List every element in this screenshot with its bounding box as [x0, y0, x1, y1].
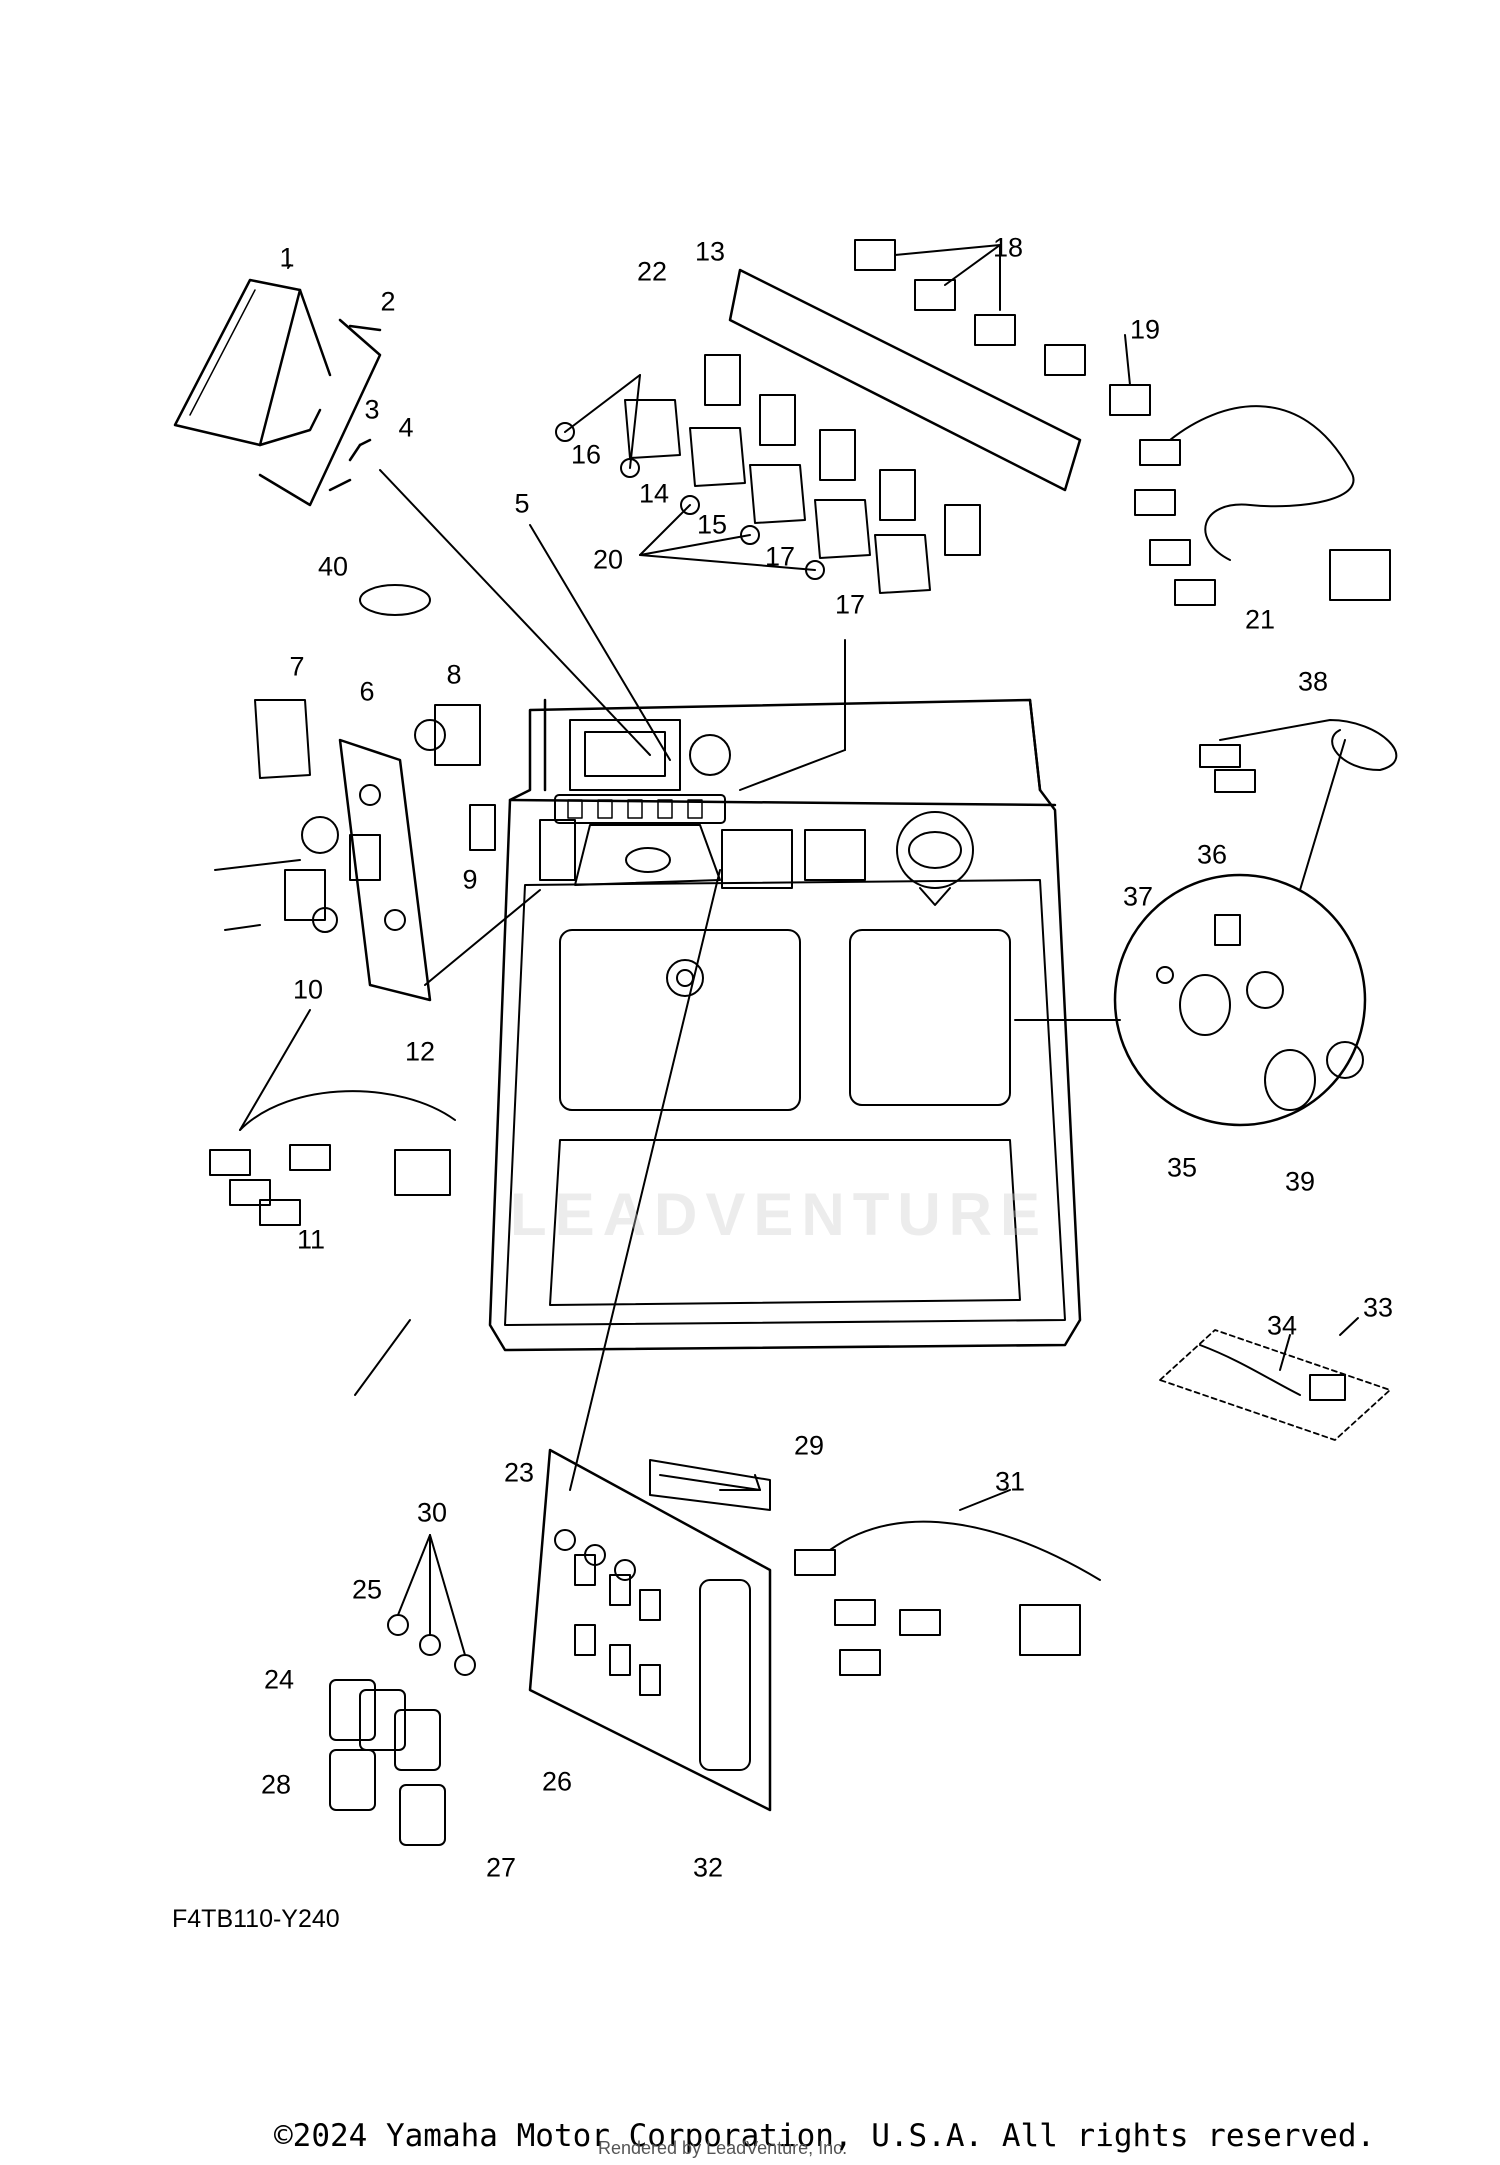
callout-39: 39 — [1284, 1166, 1316, 1197]
callout-7: 7 — [289, 651, 305, 682]
callout-13: 13 — [694, 236, 726, 267]
callout-25: 25 — [351, 1574, 383, 1605]
callout-10: 10 — [292, 974, 324, 1005]
upper-switch-panel — [555, 239, 1391, 606]
callout-18: 18 — [992, 232, 1024, 263]
callout-32: 32 — [692, 1852, 724, 1883]
callout-14: 14 — [638, 478, 670, 509]
callout-31: 31 — [994, 1466, 1026, 1497]
key-switch-panel — [209, 584, 496, 1226]
callout-27: 27 — [485, 1852, 517, 1883]
callout-17a: 17 — [764, 541, 796, 572]
socket-inset — [1113, 719, 1398, 1127]
callout-29: 29 — [793, 1430, 825, 1461]
watermark: LEADVENTURE — [510, 1181, 1049, 1248]
callout-11: 11 — [296, 1224, 326, 1255]
callout-36: 36 — [1196, 839, 1228, 870]
callout-1: 1 — [279, 242, 295, 273]
callout-40: 40 — [317, 551, 349, 582]
callout-3: 3 — [364, 394, 380, 425]
callout-19: 19 — [1129, 314, 1161, 345]
callout-26: 26 — [541, 1766, 573, 1797]
callout-34: 34 — [1266, 1310, 1298, 1341]
callout-16: 16 — [570, 439, 602, 470]
callout-6: 6 — [359, 676, 375, 707]
harness-inset — [1159, 1329, 1391, 1441]
callout-20: 20 — [592, 544, 624, 575]
callout-5: 5 — [514, 488, 530, 519]
callout-4: 4 — [398, 412, 414, 443]
rendered-by-notice: Rendered by LeadVenture, Inc. — [598, 2138, 848, 2158]
callout-9: 9 — [462, 864, 478, 895]
callout-28: 28 — [260, 1769, 292, 1800]
lower-switch-panel — [329, 1448, 1101, 1846]
callout-8: 8 — [446, 659, 462, 690]
copyright-notice: ©2024 Yamaha Motor Corporation, U.S.A. A… — [274, 2118, 1376, 2154]
callout-24: 24 — [263, 1664, 295, 1695]
diagram-code: F4TB110-Y240 — [172, 1905, 340, 1933]
callout-30: 30 — [416, 1497, 448, 1528]
meter-assembly — [173, 278, 382, 507]
callout-15: 15 — [696, 509, 728, 540]
callout-23: 23 — [503, 1457, 535, 1488]
callout-17b: 17 — [834, 589, 866, 620]
callout-22: 22 — [636, 256, 668, 287]
leader-lines — [239, 244, 1359, 1656]
callout-21: 21 — [1244, 604, 1276, 635]
callout-33: 33 — [1362, 1292, 1394, 1323]
callout-37: 37 — [1122, 881, 1154, 912]
callout-38: 38 — [1297, 666, 1329, 697]
callout-12: 12 — [404, 1036, 436, 1067]
dashboard-panel — [488, 698, 1082, 1352]
callout-2: 2 — [380, 286, 396, 317]
callout-35: 35 — [1166, 1152, 1198, 1183]
